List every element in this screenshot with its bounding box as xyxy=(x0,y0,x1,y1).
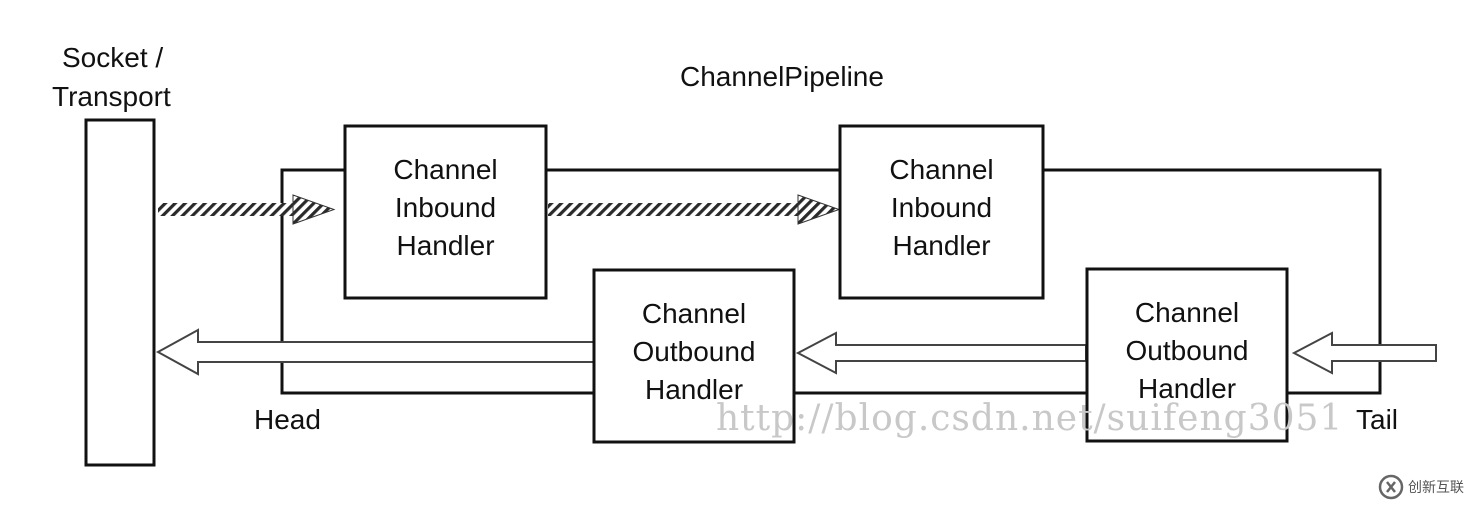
outbound-arrow-middle xyxy=(795,331,1087,375)
inbound-handler-box-2 xyxy=(838,124,1045,300)
inbound-arrow-2 xyxy=(548,194,841,225)
brand-name: 创新互联 xyxy=(1408,480,1464,496)
tail-label: Tail xyxy=(1356,404,1399,435)
outbound-handler-box-1 xyxy=(592,268,796,444)
head-label: Head xyxy=(254,404,321,435)
brand-badge: 创新互联 xyxy=(1378,470,1478,504)
pipeline-box xyxy=(280,168,1382,395)
outbound-arrow-tail xyxy=(1291,331,1437,375)
inbound-handler-label-1: Channel Inbound Handler xyxy=(393,154,498,261)
inbound-arrow-1 xyxy=(158,194,336,225)
inbound-handler-label-2: Channel Inbound Handler xyxy=(889,154,994,261)
watermark-url: http://blog.csdn.net/suifeng3051 xyxy=(716,398,1344,439)
outbound-handler-box-2 xyxy=(1085,267,1289,443)
socket-transport-bar xyxy=(84,118,156,467)
outbound-handler-label-2: Channel Outbound Handler xyxy=(1125,297,1249,404)
brand-logo-icon xyxy=(1378,474,1404,500)
inbound-handler-box-1 xyxy=(343,124,548,300)
outbound-handler-label-1: Channel Outbound Handler xyxy=(632,298,756,405)
socket-label-line-2: Transport xyxy=(52,81,171,112)
outbound-arrow-head xyxy=(155,328,597,376)
pipeline-title: ChannelPipeline xyxy=(680,61,884,92)
socket-label-line-1: Socket / xyxy=(62,42,164,73)
